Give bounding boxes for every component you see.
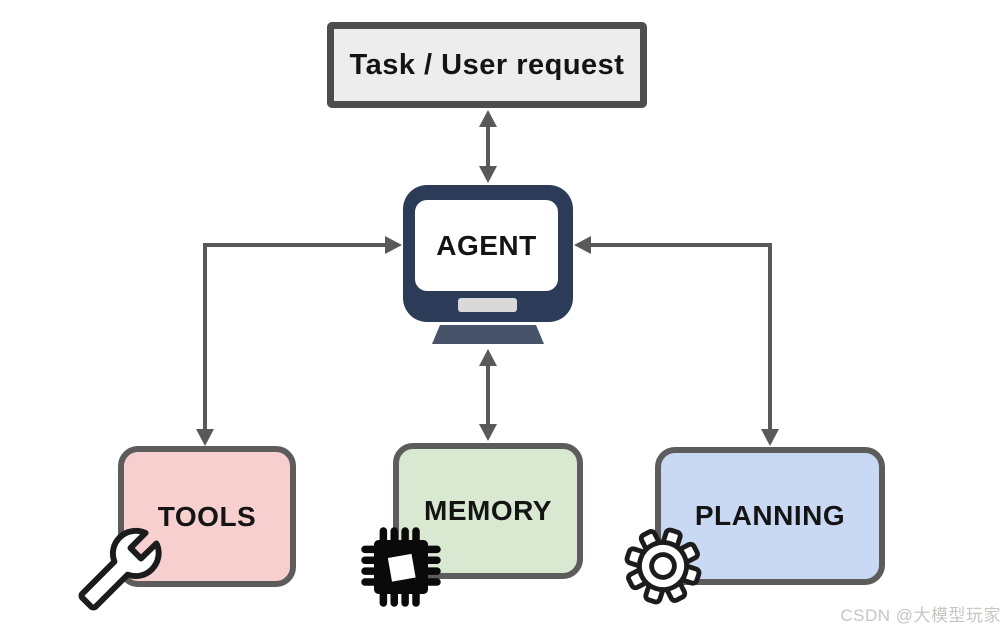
agent-label: AGENT: [436, 229, 537, 261]
monitor-stand: [432, 325, 544, 344]
memory-label: MEMORY: [424, 495, 552, 526]
node-memory: MEMORY: [393, 443, 583, 579]
task-box-label: Task / User request: [349, 48, 625, 81]
arrowhead-down-icon: [479, 166, 497, 183]
task-user-request-box: Task / User request: [327, 22, 647, 108]
arrowhead-left-icon: [574, 236, 591, 254]
node-planning: PLANNING: [655, 447, 885, 585]
connector-line: [203, 243, 387, 247]
wrench-icon: [78, 527, 162, 611]
arrowhead-up-icon: [479, 349, 497, 366]
connector-line: [486, 124, 490, 172]
connector-line: [589, 243, 772, 247]
arrowhead-up-icon: [479, 110, 497, 127]
arrowhead-down-icon: [479, 424, 497, 441]
tools-label: TOOLS: [157, 500, 257, 532]
agent-monitor-icon: AGENT: [403, 185, 573, 322]
connector-line: [768, 243, 772, 432]
monitor-button: [458, 298, 517, 312]
connector-line: [203, 243, 207, 432]
watermark: CSDN @大模型玩家: [840, 606, 1001, 625]
arrowhead-right-icon: [385, 236, 402, 254]
chip-icon: [356, 522, 446, 612]
planning-label: PLANNING: [694, 500, 846, 531]
gear-icon: [624, 527, 702, 605]
arrowhead-down-icon: [761, 429, 779, 446]
connector-line: [486, 363, 490, 426]
arrowhead-down-icon: [196, 429, 214, 446]
monitor-screen: AGENT: [415, 200, 558, 291]
